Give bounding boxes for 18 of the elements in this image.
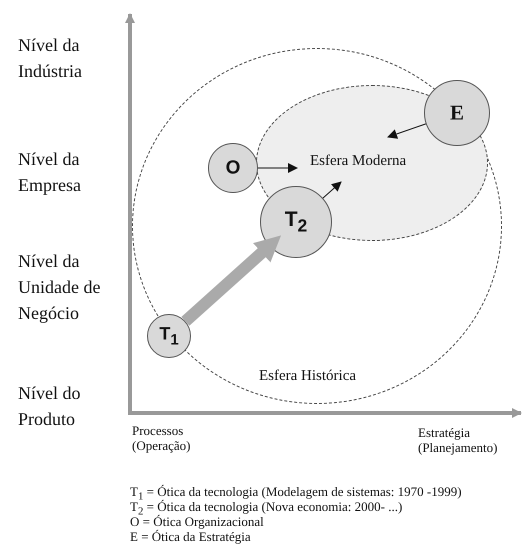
node-letter: T$_{2}$ (284, 209, 308, 235)
level-label: Nível do Produto (18, 382, 82, 432)
arrow (322, 181, 342, 199)
legend-text: O = Ótica Organizacional (130, 515, 264, 530)
level-label: Nível da Unidade de Negócio (18, 250, 102, 326)
arrow (258, 163, 298, 173)
node-letter: E (450, 102, 464, 124)
area-label: Esfera Moderna (310, 154, 406, 169)
area-label: Esfera Histórica (259, 369, 356, 384)
node-letter: T$_{1}$ (159, 324, 179, 348)
thick-arrow (181, 235, 282, 326)
level-label: Nível da Empresa (18, 148, 82, 198)
axis-label: Estratégia (Planejamento) (418, 426, 498, 456)
node-letter: O (226, 158, 240, 178)
legend-text: E = Ótica da Estratégia (130, 530, 251, 545)
axis-label: Processos (Operação) (132, 424, 192, 454)
level-label: Nível da Indústria (18, 34, 83, 84)
arrow (387, 123, 426, 139)
